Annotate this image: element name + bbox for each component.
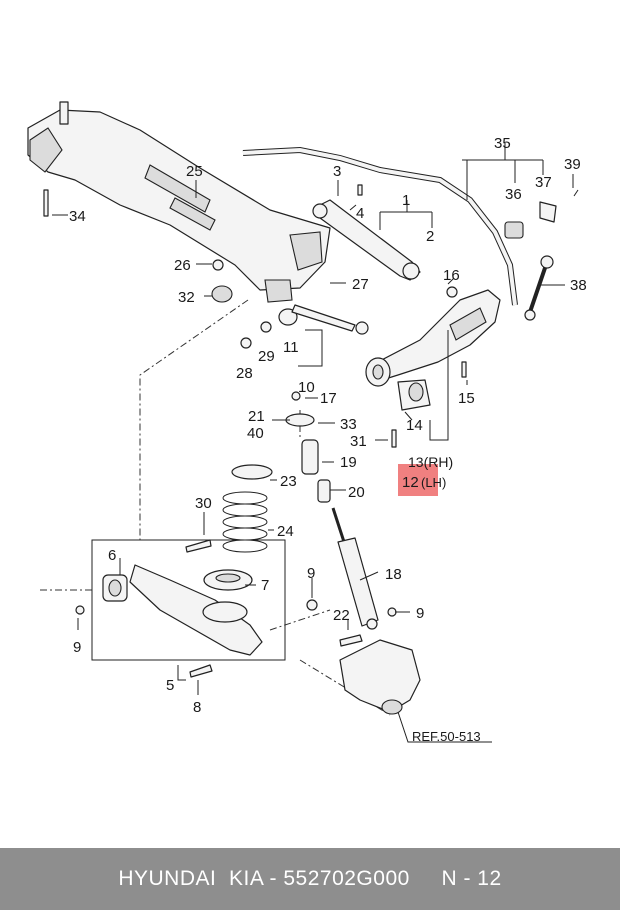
upper-lateral-arm	[312, 199, 421, 281]
callout-34: 34	[69, 208, 86, 225]
callout-37: 37	[535, 174, 552, 191]
callout-20: 20	[348, 484, 365, 501]
callout-10: 10	[298, 379, 315, 396]
lower-arm-group-box	[91, 539, 286, 661]
callout-39: 39	[564, 156, 581, 173]
highlight-part-12	[398, 464, 438, 496]
reference-label: REF.50-513	[412, 729, 481, 744]
misc-fasteners	[43, 184, 467, 678]
callout-6: 6	[108, 547, 116, 564]
callout-19: 19	[340, 454, 357, 471]
callout-23: 23	[280, 473, 297, 490]
callout-40: 40	[247, 425, 264, 442]
callout-27: 27	[352, 276, 369, 293]
footer-part-number: HYUNDAI KIA - 552702G000 N - 12	[118, 867, 502, 890]
callout-35: 35	[494, 135, 511, 152]
trailing-arm-bushing	[397, 379, 431, 411]
callout-33: 33	[340, 416, 357, 433]
callout-29: 29	[258, 348, 275, 365]
callout-12-side: (LH)	[421, 475, 446, 490]
callout-26: 26	[174, 257, 191, 274]
callout-7: 7	[261, 577, 269, 594]
callout-8: 8	[193, 699, 201, 716]
callout-16: 16	[443, 267, 460, 284]
callout-28: 28	[236, 365, 253, 382]
callout-9-lower-left: 9	[73, 639, 81, 656]
callout-17: 17	[320, 390, 337, 407]
callout-3: 3	[333, 163, 341, 180]
callout-18: 18	[385, 566, 402, 583]
callout-24: 24	[277, 523, 294, 540]
leader-lines	[52, 143, 579, 743]
callout-15: 15	[458, 390, 475, 407]
suspension-exploded-diagram: 1 2 3 4 5 6 7 8 9 9 9 10 11 12 (LH) 13(R…	[27, 101, 587, 744]
spring-seat	[203, 569, 253, 591]
callout-36: 36	[505, 186, 522, 203]
callout-30: 30	[195, 495, 212, 512]
callout-11: 11	[283, 339, 299, 356]
callout-14: 14	[406, 417, 423, 434]
callout-22: 22	[333, 607, 350, 624]
stabilizer-link	[524, 255, 554, 321]
callout-4: 4	[356, 205, 364, 222]
callout-21: 21	[248, 408, 265, 425]
rear-crossmember	[27, 101, 331, 303]
callout-25: 25	[186, 163, 203, 180]
rear-knuckle	[339, 639, 421, 715]
callout-9-right: 9	[416, 605, 424, 622]
footer-bar: HYUNDAI KIA - 552702G000 N - 12	[0, 848, 620, 910]
trailing-arm	[365, 289, 501, 387]
callout-13: 13(RH)	[408, 454, 453, 470]
shock-absorber	[285, 413, 379, 630]
callout-5: 5	[166, 677, 174, 694]
coil-spring	[222, 464, 273, 553]
callout-9-middle: 9	[307, 565, 315, 582]
stabilizer-bar	[242, 146, 557, 306]
callout-1: 1	[402, 192, 410, 209]
callout-2: 2	[426, 228, 434, 245]
callout-labels: 1 2 3 4 5 6 7 8 9 9 9 10 11 12 (LH) 13(R…	[69, 135, 587, 744]
callout-31: 31	[350, 433, 367, 450]
lower-control-arm	[102, 564, 263, 656]
callout-32: 32	[178, 289, 195, 306]
callout-12: 12	[402, 474, 419, 491]
callout-38: 38	[570, 277, 587, 294]
